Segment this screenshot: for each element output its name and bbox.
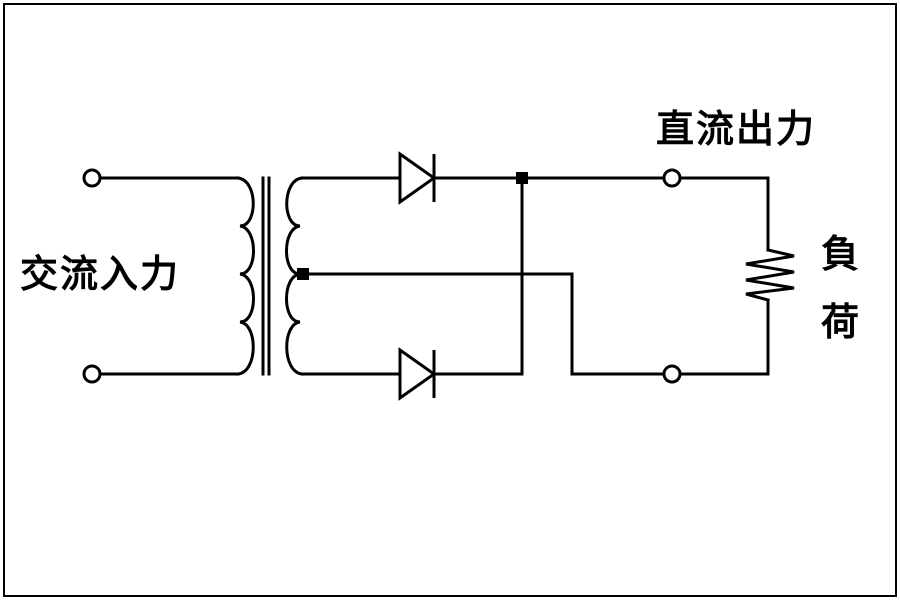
load-label: 負荷 <box>820 232 859 344</box>
diode-icon <box>398 151 437 205</box>
ac-input-label: 交流入力 <box>20 252 181 296</box>
junction-dot-center-tap <box>297 268 309 280</box>
transformer-primary-coil <box>236 176 255 376</box>
ac-terminal-bottom[interactable] <box>82 364 102 384</box>
diagram-border <box>3 3 897 597</box>
resistor-icon <box>745 248 795 302</box>
dc-terminal-bottom[interactable] <box>662 364 682 384</box>
wire-output-top <box>676 176 770 252</box>
wire-output-bottom <box>676 298 770 376</box>
ac-terminal-top[interactable] <box>82 168 102 188</box>
dc-terminal-top[interactable] <box>662 168 682 188</box>
diode-icon <box>398 347 437 401</box>
wire-center-tap <box>300 272 670 376</box>
junction-dot-cathode <box>516 172 528 184</box>
dc-output-label: 直流出力 <box>656 107 817 151</box>
